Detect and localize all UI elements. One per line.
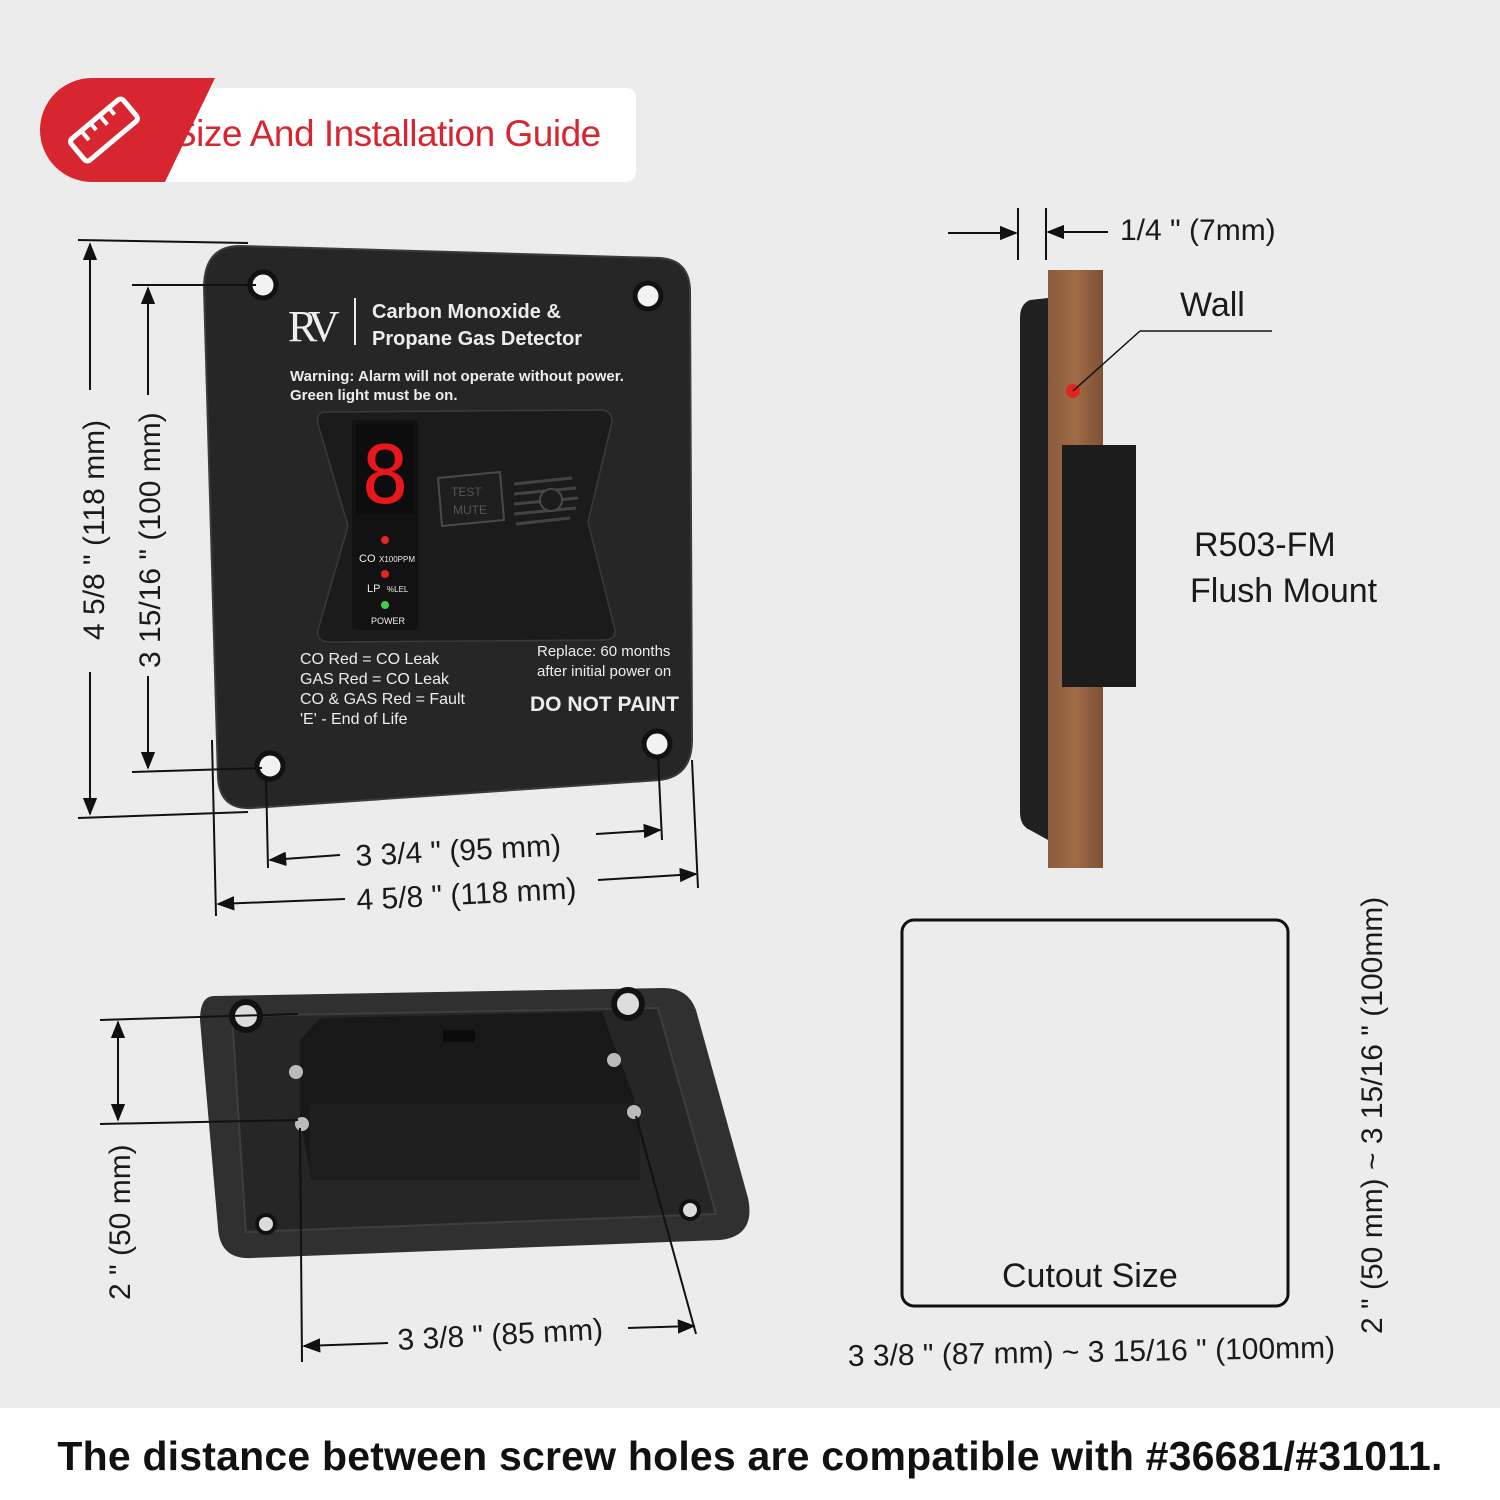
screw-hole-icon xyxy=(611,987,645,1021)
power-led-label: POWER xyxy=(371,616,406,626)
warning-line2: Green light must be on. xyxy=(290,387,458,404)
power-led xyxy=(381,601,389,609)
model-label: R503-FM xyxy=(1194,526,1336,564)
replace-line1: Replace: 60 months xyxy=(537,643,670,660)
mount-label: Flush Mount xyxy=(1190,572,1378,610)
ruler-icon xyxy=(68,96,140,164)
front-height-outer: 4 5/8 " (118 mm) xyxy=(78,420,111,640)
co-led-unit: X100PPM xyxy=(379,555,415,564)
front-height-holes: 3 15/16 " (100 mm) xyxy=(134,412,167,668)
detector-front: RV Carbon Monoxide & Propane Gas Detecto… xyxy=(202,244,694,810)
front-dimensions xyxy=(77,239,699,917)
back-dimensions xyxy=(99,1013,697,1363)
footer-banner xyxy=(0,1408,1500,1500)
back-height-label: 2 " (50 mm) xyxy=(104,1144,137,1300)
header-badge: Size And Installation Guide xyxy=(40,78,636,182)
screw-hole-icon xyxy=(641,728,673,760)
test-label: TEST xyxy=(451,485,482,499)
detector-title-line1: Carbon Monoxide & xyxy=(372,301,561,323)
digit-display: 8 xyxy=(361,429,409,522)
depth-label: 1/4 " (7mm) xyxy=(1120,214,1276,247)
screw-hole-icon xyxy=(255,1213,277,1235)
detector-title-line2: Propane Gas Detector xyxy=(372,328,582,350)
legend-line: CO & GAS Red = Fault xyxy=(300,691,466,708)
diagram-canvas: Size And Installation Guide RV Carbon Mo… xyxy=(40,78,1389,1373)
cutout-label: Cutout Size xyxy=(1002,1257,1178,1295)
back-width-label: 3 3/8 " (85 mm) xyxy=(397,1313,604,1357)
lp-led xyxy=(381,570,389,578)
detector-back xyxy=(200,987,750,1259)
footer-note: The distance between screw holes are com… xyxy=(57,1433,1443,1479)
lp-led-label: LP xyxy=(367,583,380,595)
speaker-grille-icon xyxy=(513,476,579,526)
co-led-label: CO xyxy=(359,553,376,565)
mute-label: MUTE xyxy=(453,503,487,517)
wall-label: Wall xyxy=(1180,286,1245,324)
page-title: Size And Installation Guide xyxy=(172,113,601,154)
side-view xyxy=(948,208,1272,868)
screw-hole-icon xyxy=(254,750,286,782)
replace-line2: after initial power on xyxy=(537,663,671,680)
legend-line: CO Red = CO Leak xyxy=(300,651,440,668)
front-width-holes: 3 3/4 " (95 mm) xyxy=(355,829,562,873)
co-led xyxy=(381,536,389,544)
cutout-box xyxy=(900,918,1290,1308)
brand-logo: RV xyxy=(288,302,340,351)
front-width-outer: 4 5/8 " (118 mm) xyxy=(356,873,578,917)
cutout-width: 3 3/8 " (87 mm) ~ 3 15/16 " (100mm) xyxy=(848,1331,1336,1373)
legend-line: 'E' - End of Life xyxy=(300,711,408,728)
lp-led-unit: %LEL xyxy=(387,585,409,594)
legend-line: GAS Red = CO Leak xyxy=(300,671,450,688)
warning-line1: Warning: Alarm will not operate without … xyxy=(290,368,624,385)
cutout-height: 2 " (50 mm) ~ 3 15/16 " (100mm) xyxy=(1356,897,1389,1334)
screw-hole-icon xyxy=(632,280,664,312)
screw-hole-icon xyxy=(679,1199,701,1221)
do-not-paint: DO NOT PAINT xyxy=(530,693,679,716)
test-mute-button[interactable]: TEST MUTE xyxy=(436,470,506,528)
